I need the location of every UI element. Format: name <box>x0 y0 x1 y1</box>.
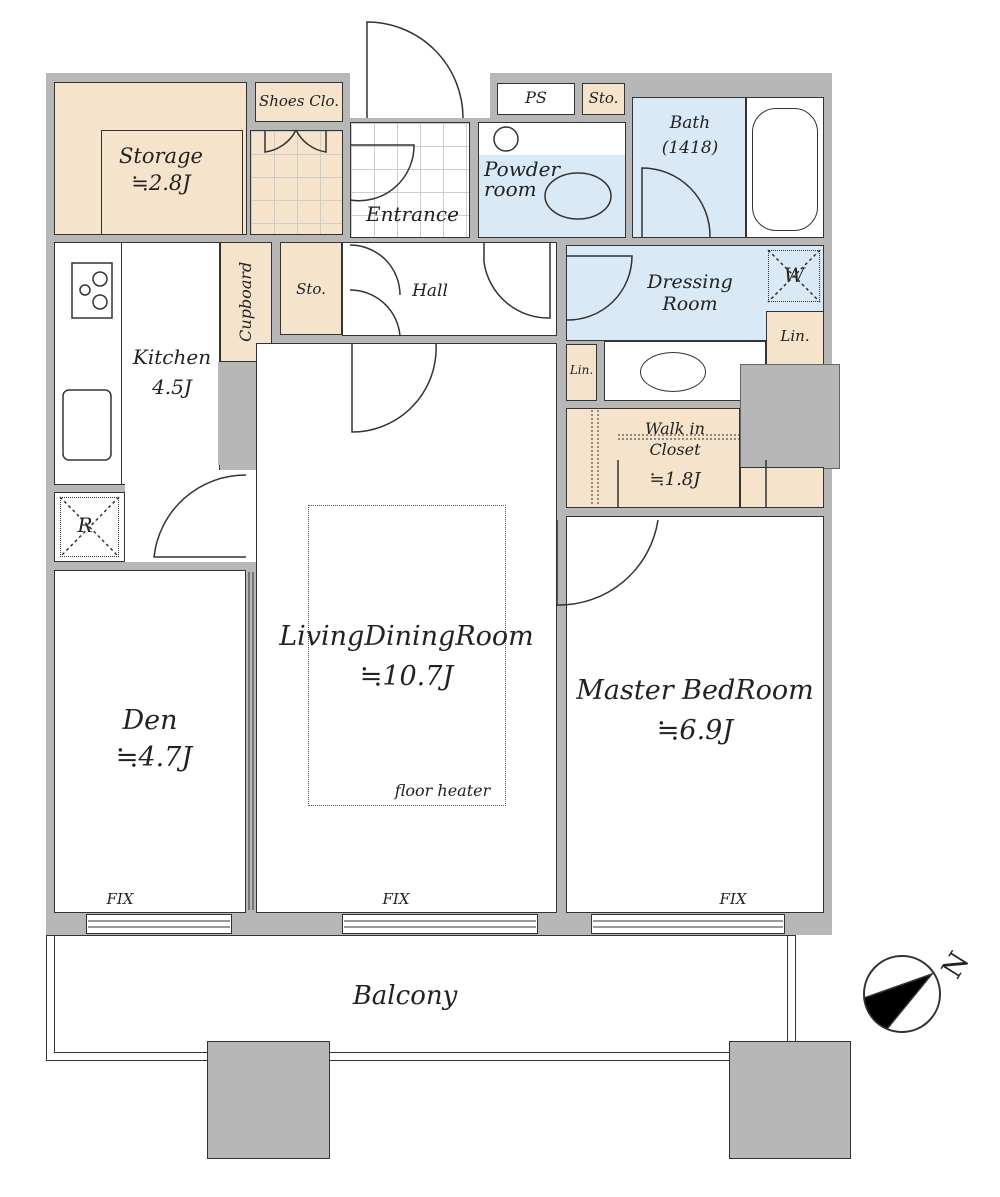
entrance-door-icon <box>366 21 464 119</box>
sto-top-label: Sto. <box>588 89 619 107</box>
floor-heater-area <box>308 505 506 806</box>
den <box>54 570 246 913</box>
shoe-door-icon <box>349 144 415 202</box>
wic-label-2: Closet <box>649 440 701 459</box>
dressing-door-icon <box>565 255 633 321</box>
den-label: Den <box>122 705 178 736</box>
dressing-label-1: Dressing <box>647 271 733 293</box>
toilet-icon <box>544 172 612 220</box>
master-window <box>591 914 785 934</box>
walk-in-closet <box>566 408 740 508</box>
master-window-label: FIX <box>719 890 747 908</box>
pillar-right <box>729 1041 851 1159</box>
entrance-label: Entrance <box>366 202 459 226</box>
floor-heater-label: floor heater <box>394 781 491 800</box>
kitchen-door-icon <box>153 474 247 558</box>
shoes-closet-label: Shoes Clo. <box>258 92 340 110</box>
sto-hall-label: Sto. <box>296 280 326 298</box>
hall-door-icon <box>349 244 401 337</box>
cupboard[interactable] <box>220 242 272 362</box>
pipe-space <box>497 83 575 115</box>
bathtub-icon <box>752 108 818 231</box>
closet-door-icon <box>264 129 327 153</box>
powder-door-icon <box>483 242 551 319</box>
bedroom-door-icon <box>556 519 659 606</box>
kitchen-size: 4.5J <box>152 375 192 399</box>
master-bedroom <box>566 516 824 913</box>
balcony-label: Balcony <box>352 981 458 1011</box>
den-window <box>86 914 232 934</box>
ldr-size: ≒10.7J <box>359 661 454 692</box>
storage-top[interactable] <box>582 83 625 115</box>
kitchen-label: Kitchen <box>132 345 212 369</box>
bath-door-icon <box>641 167 711 238</box>
column <box>740 364 840 469</box>
shoes-closet[interactable] <box>255 82 343 122</box>
ldr-door-icon <box>351 342 437 433</box>
compass-icon <box>863 955 941 1033</box>
sink-icon <box>493 126 519 152</box>
ldr-window-label: FIX <box>382 890 410 908</box>
living-dining-room <box>256 343 557 913</box>
storage-tile-floor <box>250 130 343 235</box>
lin-right-label: Lin. <box>780 327 810 345</box>
storage-label: Storage <box>119 144 203 168</box>
dressing-label-2: Room <box>662 293 718 315</box>
storage-size: ≒2.8J <box>131 171 191 195</box>
master-label: Master BedRoom <box>576 675 814 706</box>
lin-left-label: Lin. <box>569 363 594 377</box>
washer-cross-icon <box>767 249 821 303</box>
storage-inner <box>101 130 243 235</box>
kitchen-sink-icon <box>62 389 112 461</box>
linen-right[interactable] <box>766 311 824 365</box>
master-size: ≒6.9J <box>656 715 734 746</box>
powder-label-1: Powder <box>484 157 561 181</box>
ldr-label: LivingDiningRoom <box>279 621 534 652</box>
bath-label: Bath <box>669 113 711 133</box>
walk-in-closet-ext <box>740 467 824 508</box>
stove-icon <box>71 262 113 319</box>
powder-label-2: room <box>484 177 537 201</box>
linen-left[interactable] <box>566 344 597 401</box>
bath-size: (1418) <box>661 138 719 158</box>
ps-label: PS <box>525 88 547 107</box>
powder-floor <box>479 155 625 237</box>
kitchen-passage <box>125 470 256 562</box>
wic-size: ≒1.8J <box>649 469 701 490</box>
pillar-left <box>207 1041 330 1159</box>
balcony-inner <box>54 935 788 1053</box>
bath <box>632 97 746 238</box>
hall-label: Hall <box>412 281 448 301</box>
washer-space <box>768 250 820 302</box>
fridge-cross-icon <box>59 496 120 558</box>
wic-label-1: Walk in <box>645 419 705 438</box>
den-window-label: FIX <box>106 890 134 908</box>
washbasin-icon <box>640 352 706 392</box>
hall <box>342 242 557 336</box>
hall-storage[interactable] <box>280 242 342 335</box>
fridge-box <box>60 497 119 557</box>
ldr-window <box>342 914 538 934</box>
entrance <box>350 122 470 238</box>
den-size: ≒4.7J <box>115 742 193 773</box>
